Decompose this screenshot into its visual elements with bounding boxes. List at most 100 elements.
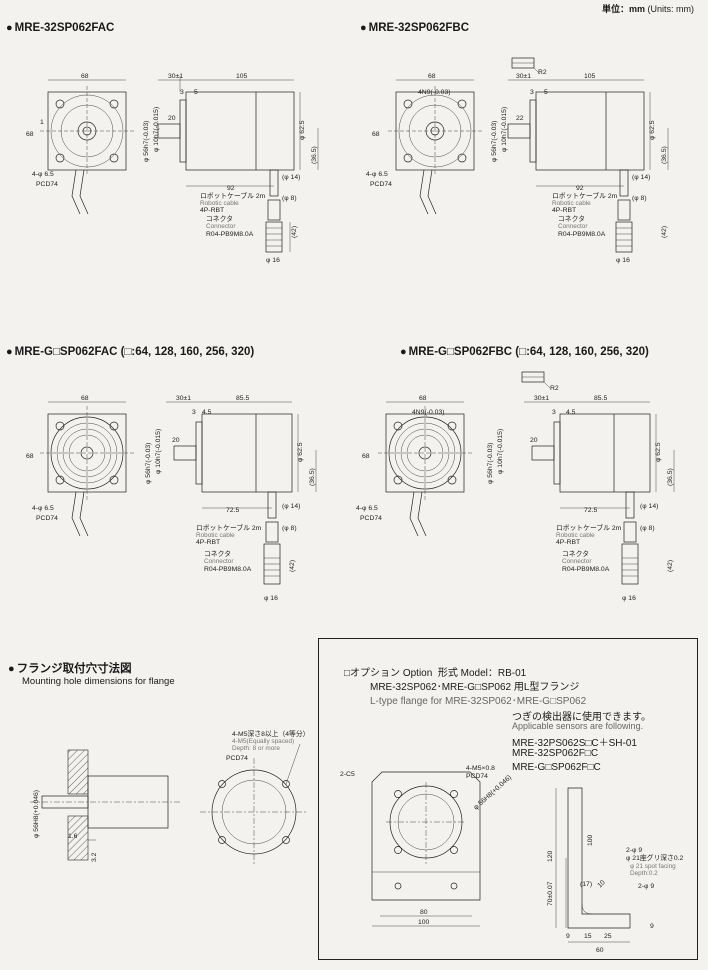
fac-cable-en: Robotic cable — [200, 200, 239, 207]
fac-dim-phi8: (φ 8) — [282, 195, 297, 202]
bullet-icon: ● — [400, 346, 407, 358]
option-holes2: 2-φ 9 — [626, 847, 642, 854]
fac-conn-code: R04-PB9M8.0A — [206, 231, 254, 238]
section-title-fac: ●MRE-32SP062FAC — [6, 22, 115, 34]
fac-conn-en: Connector — [206, 223, 236, 230]
fac-cable-code: 4P-RBT — [200, 207, 224, 214]
flange-section-view — [30, 749, 180, 861]
fac-dim-phi14: (φ 14) — [282, 174, 300, 181]
option-pcd: PCD74 — [466, 773, 488, 780]
option-header: □オプション Option 形式 Model：RB-01 — [344, 668, 527, 679]
gfac-dim-36: (36.5) — [309, 468, 316, 486]
gfbc-dim-42: (42) — [667, 560, 674, 572]
gfac-dim-68-top: 68 — [81, 395, 89, 402]
fac-dim-68-side: 68 — [26, 131, 34, 138]
section-title-flange: ●フランジ取付穴寸法図 — [8, 663, 132, 675]
gfbc-dim-phi8: (φ 8) — [640, 525, 655, 532]
option-cbore-jp: φ 21座グリ深さ0.2 — [626, 853, 684, 862]
fac-front-view — [40, 79, 134, 215]
gfbc-dim-4-5: 4.5 — [566, 409, 576, 416]
fac-shaft-56: φ 56h7(-0.03) — [143, 121, 150, 162]
flange-pcd: PCD74 — [226, 755, 248, 762]
fac-conn-jp: コネクタ — [206, 214, 233, 223]
gfbc-shaft-56: φ 56h7(-0.03) — [487, 443, 494, 484]
fac-dim-20: 20 — [168, 115, 176, 122]
option-sensor-2: MRE-32SP062F□C — [512, 748, 599, 759]
fac-dim-105: 105 — [236, 73, 248, 80]
fbc-dim-3: 3 — [530, 89, 534, 96]
fbc-conn-code: R04-PB9M8.0A — [558, 231, 606, 238]
fbc-dim-42: (42) — [661, 226, 668, 238]
fac-side-view — [157, 76, 319, 253]
gfbc-key-detail — [521, 371, 551, 389]
gfbc-shaft-10: φ 10h7(-0.015) — [497, 429, 504, 474]
fbc-dim-36: (36.5) — [661, 146, 668, 164]
gfbc-conn-en: Connector — [562, 558, 592, 565]
option-dim-15: 15 — [584, 933, 592, 940]
fbc-dim-30: 30±1 — [516, 73, 531, 80]
gfac-conn-jp: コネクタ — [204, 549, 231, 558]
option-side-view — [555, 787, 631, 943]
option-dim-25: 25 — [604, 933, 612, 940]
fbc-dim-22: 22 — [516, 115, 524, 122]
fac-dim-36: (36.5) — [311, 146, 318, 164]
gfbc-dim-20: 20 — [530, 437, 538, 444]
gfac-dim-phi16: φ 16 — [264, 595, 278, 602]
gfac-conn-en: Connector — [204, 558, 234, 565]
gfbc-conn-jp: コネクタ — [562, 549, 589, 558]
gfac-shaft-56: φ 56h7(-0.03) — [145, 443, 152, 484]
fbc-dim-5: 5 — [544, 89, 548, 96]
fac-shaft-10: φ 10h7(-0.015) — [153, 107, 160, 152]
fac-dim-5: 5 — [194, 89, 198, 96]
fac-dim-68-top: 68 — [81, 73, 89, 80]
fbc-dim-92: 92 — [576, 185, 584, 192]
section-title-gfbc: ●MRE-G□SP062FBC (□:64, 128, 160, 256, 32… — [400, 346, 649, 358]
option-m5: 4-M5×0.8 — [466, 765, 495, 772]
gfbc-cable-jp: ロボットケーブル 2m — [556, 523, 622, 532]
fac-dim-92: 92 — [227, 185, 235, 192]
gfac-dim-85: 85.5 — [236, 395, 249, 402]
option-c5: 2-C5 — [340, 771, 355, 778]
option-depth-en: Depth:0.2 — [630, 870, 658, 877]
fbc-key-detail — [511, 57, 541, 75]
fac-dim-3: 3 — [180, 89, 184, 96]
option-holes2b: 2-φ 9 — [638, 883, 654, 890]
option-dim-10: 10 — [596, 879, 606, 889]
fbc-holes: 4-φ 6.5 — [366, 171, 388, 178]
gfac-dim-phi14: (φ 14) — [282, 503, 300, 510]
gfac-side-view — [166, 401, 317, 585]
fbc-shaft-56: φ 56h7(-0.03) — [491, 121, 498, 162]
gfbc-pcd: PCD74 — [360, 515, 382, 522]
option-line4: つぎの検出器に使用できます。 — [512, 712, 651, 723]
option-sensor-1: MRE-32PS062S□C＋SH-01 — [512, 738, 637, 749]
flange-m5-en: 4-M5(Equally spaced) — [232, 738, 294, 745]
flange-hole-view — [200, 743, 308, 866]
option-panel — [318, 638, 698, 960]
gfac-dim-4-5: 4.5 — [202, 409, 212, 416]
fac-cable-jp: ロボットケーブル 2m — [200, 191, 266, 200]
fac-dim-phi16: φ 16 — [266, 257, 280, 264]
gfac-dim-phi8: (φ 8) — [282, 525, 297, 532]
gfac-shaft-10: φ 10h7(-0.015) — [155, 429, 162, 474]
fac-pcd: PCD74 — [36, 181, 58, 188]
gfbc-dim-68-top: 68 — [419, 395, 427, 402]
gfac-front-view — [40, 401, 134, 537]
fac-dim-42: (42) — [291, 226, 298, 238]
section-title-fbc: ●MRE-32SP062FBC — [360, 22, 469, 34]
option-dim-70: 70±0.07 — [547, 881, 554, 906]
gfbc-dim-85: 85.5 — [594, 395, 607, 402]
fbc-pcd: PCD74 — [370, 181, 392, 188]
option-line5: Applicable sensors are following. — [512, 721, 644, 731]
fbc-shaft-10: φ 10h7(-0.015) — [501, 107, 508, 152]
gfac-dim-72: 72.5 — [226, 507, 239, 514]
gfac-dim-phi62: φ 62.5 — [297, 442, 304, 462]
gfbc-dim-phi62: φ 62.5 — [655, 442, 662, 462]
fbc-dim-phi8: (φ 8) — [632, 195, 647, 202]
fac-holes: 4-φ 6.5 — [32, 171, 54, 178]
fbc-dim-phi14: (φ 14) — [632, 174, 650, 181]
gfac-cable-en: Robotic cable — [196, 532, 235, 539]
section-subtitle-flange: Mounting hole dimensions for flange — [22, 676, 175, 687]
fbc-dim-68-top: 68 — [428, 73, 436, 80]
fbc-dim-phi16: φ 16 — [616, 257, 630, 264]
